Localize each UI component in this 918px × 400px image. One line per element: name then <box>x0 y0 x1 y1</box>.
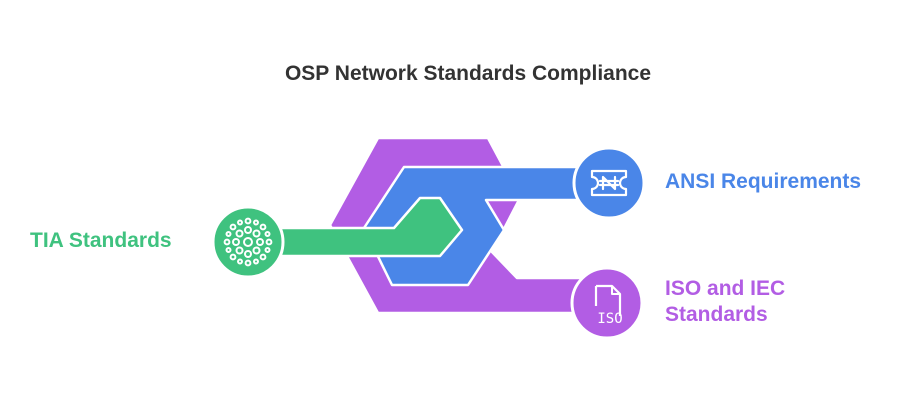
ansi-node <box>572 146 646 220</box>
tia-connector-band <box>248 196 464 258</box>
ansi-label: ANSI Requirements <box>665 170 862 193</box>
iso-icon-text: ISO <box>597 311 622 327</box>
document-iso-icon: ISO <box>594 284 623 327</box>
sunburst-icon <box>223 217 273 267</box>
ticket-naira-icon <box>590 169 628 197</box>
iso-node: ISO <box>570 266 644 340</box>
diagram-title: OSP Network Standards Compliance <box>284 62 652 85</box>
tia-label: TIA Standards <box>30 229 172 252</box>
iso-label: ISO and IEC Standards <box>665 277 786 326</box>
tia-node <box>211 205 285 279</box>
